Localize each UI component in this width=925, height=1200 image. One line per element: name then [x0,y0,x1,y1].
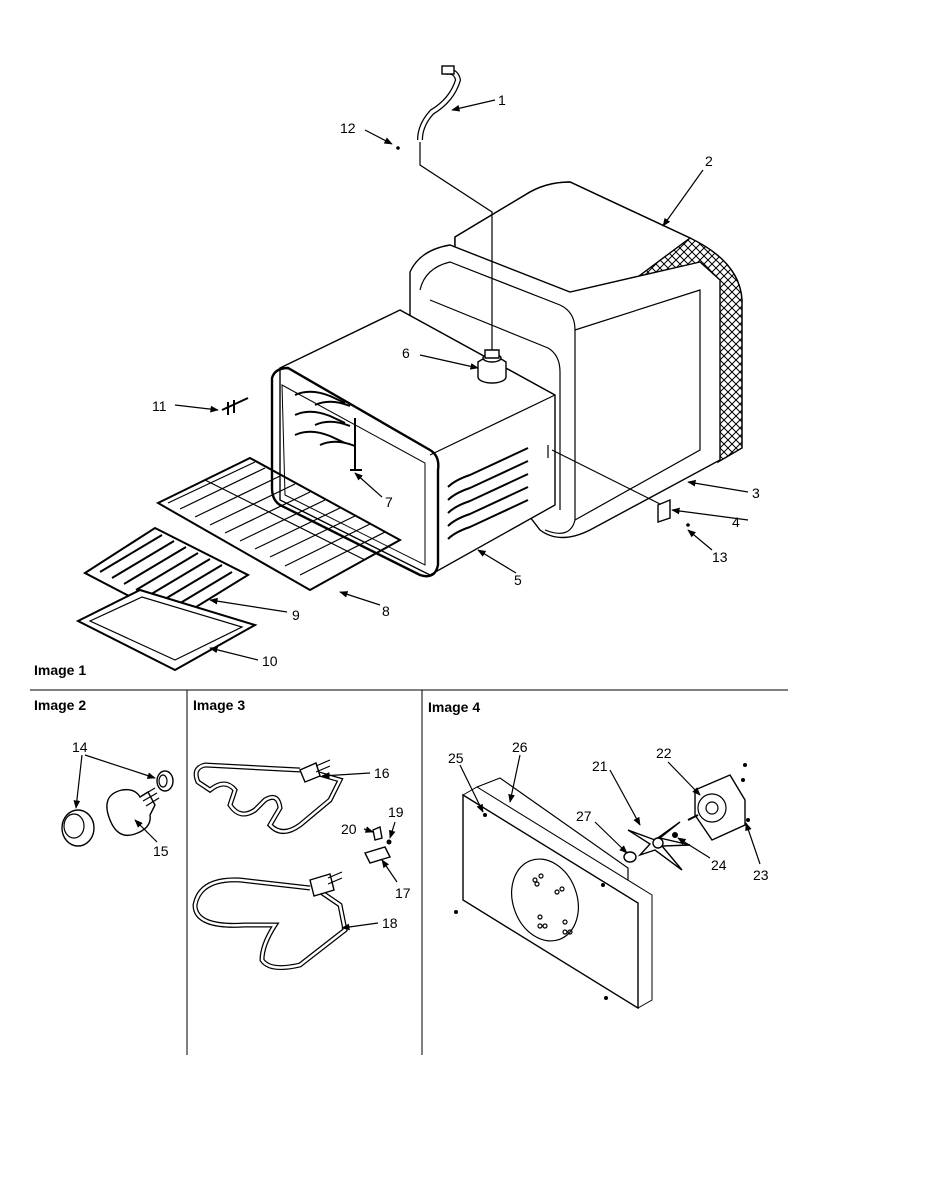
light-bulb-part [106,787,160,837]
part-label-20: 20 [341,821,357,837]
section-title-image3: Image 3 [193,697,245,713]
part-label-7: 7 [385,494,393,510]
bracket-rod [547,445,669,509]
panel-screw-c [454,910,458,914]
fan-blade-part [627,821,691,871]
part-label-1: 1 [498,92,506,108]
fan-baffle-panel-part [462,777,653,1010]
part-label-21: 21 [592,758,608,774]
broil-pan-part [75,588,258,672]
leader-lines-image4 [459,754,761,865]
motor-screw-b [741,778,745,782]
screw-part-12 [396,146,400,150]
part-label-5: 5 [514,572,522,588]
leader-lines-image3 [321,772,398,931]
part-label-17: 17 [395,885,411,901]
section-title-image4: Image 4 [428,699,480,715]
motor-screw-part-23 [746,818,750,822]
section-title-image2: Image 2 [34,697,86,713]
outer-cabinet-part [409,244,721,539]
fan-motor-part [687,774,746,841]
oven-rack-part [155,456,403,592]
part-label-18: 18 [382,915,398,931]
part-label-2: 2 [705,153,713,169]
leader-lines-image1 [174,99,749,661]
fan-nut-part-24 [672,832,678,838]
leader-lines-image2 [73,754,158,843]
thermostat-bulb-part [477,349,507,384]
spacer-part-27 [623,851,637,863]
part-label-8: 8 [382,603,390,619]
part-label-24: 24 [711,857,727,873]
part-label-16: 16 [374,765,390,781]
part-label-10: 10 [262,653,278,669]
part-label-4: 4 [732,514,740,530]
part-label-11: 11 [152,398,167,414]
panel-screw-b [601,883,605,887]
motor-screw-a [743,763,747,767]
part-label-6: 6 [402,345,410,361]
panel-dividers [30,689,788,1055]
part-label-26: 26 [512,739,528,755]
part-label-15: 15 [153,843,169,859]
image4-convection-fan: Image 4 [428,699,769,1010]
part-label-19: 19 [388,804,404,820]
clip-part [372,826,383,841]
part-label-3: 3 [752,485,760,501]
image1-oven-assembly: 1 12 2 6 11 3 7 4 13 5 8 9 10 Image 1 [34,65,760,678]
part-label-25: 25 [448,750,464,766]
image3-heating-elements: Image 3 16 19 20 17 18 [192,697,411,971]
broil-element-part [192,871,348,971]
part-label-14: 14 [72,739,88,755]
panel-screw-d [604,996,608,1000]
part-label-23: 23 [753,867,769,883]
bracket-part-4 [657,498,671,523]
part-label-12: 12 [340,120,356,136]
image2-light-assembly: Image 2 14 15 [34,697,174,859]
wire-harness-part [417,65,493,350]
screw-part-13 [686,523,690,527]
part-label-27: 27 [576,808,592,824]
bracket-part-11 [221,397,249,415]
bake-element-part [193,759,344,834]
part-label-22: 22 [656,745,672,761]
part-label-9: 9 [292,607,300,623]
screw-part-19 [386,839,392,845]
section-title-image1: Image 1 [34,662,86,678]
terminal-block-part [364,846,391,864]
panel-screw-part-25 [483,813,487,817]
part-label-13: 13 [712,549,728,565]
